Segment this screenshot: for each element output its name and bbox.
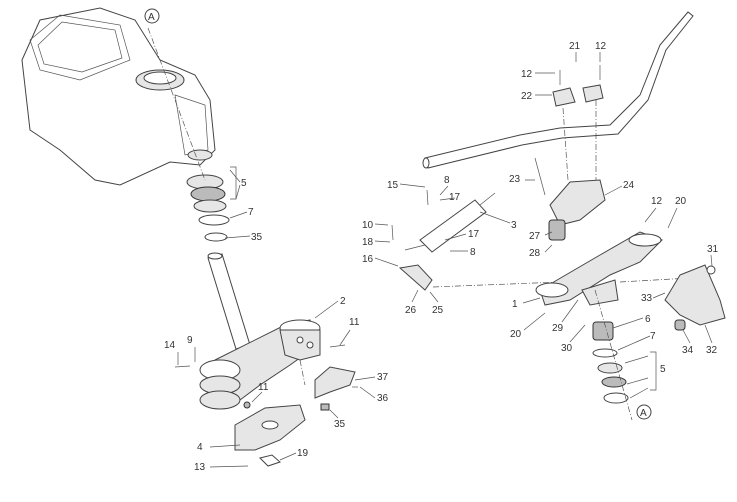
frame-drawing bbox=[21, 7, 216, 186]
callout: 3 bbox=[511, 220, 517, 231]
bottom-cover bbox=[234, 404, 306, 467]
steering-damper bbox=[391, 189, 496, 291]
bracket-brace bbox=[650, 351, 657, 391]
callout: 17 bbox=[449, 192, 461, 203]
callout: 12 bbox=[595, 41, 607, 52]
callout: 16 bbox=[362, 254, 374, 265]
callout: 33 bbox=[641, 293, 653, 304]
callout: 27 bbox=[529, 231, 541, 242]
callout: 35 bbox=[251, 232, 263, 243]
callout: 8 bbox=[470, 247, 476, 258]
callout: 4 bbox=[197, 442, 203, 453]
callout: 19 bbox=[297, 448, 309, 459]
callout: 22 bbox=[521, 91, 533, 102]
reference-marker-bottom: A bbox=[636, 404, 652, 420]
callouts-right: 21 12 12 22 15 8 17 3 23 24 10 18 16 17 … bbox=[362, 41, 719, 399]
callout: 1 bbox=[512, 299, 518, 310]
nut bbox=[243, 401, 251, 409]
callout: 15 bbox=[387, 180, 399, 191]
callout: 6 bbox=[645, 314, 651, 325]
alignment-line bbox=[147, 27, 206, 181]
bolt bbox=[329, 344, 346, 348]
leader-lines bbox=[177, 169, 376, 468]
callout: 30 bbox=[561, 343, 573, 354]
callout: 2 bbox=[340, 296, 346, 307]
callout: 35 bbox=[334, 419, 346, 430]
bearing-set-right bbox=[592, 321, 629, 404]
callout: 20 bbox=[675, 196, 687, 207]
callout: 5 bbox=[660, 364, 666, 375]
callout: 32 bbox=[706, 345, 718, 356]
reference-marker-label: A bbox=[640, 408, 647, 419]
upper-triple-clamp bbox=[535, 219, 663, 306]
callout: 11 bbox=[349, 317, 360, 328]
callout: 12 bbox=[521, 69, 533, 80]
alignment-line bbox=[299, 359, 306, 386]
reference-marker-label: A bbox=[148, 12, 155, 23]
callout: 21 bbox=[569, 41, 581, 52]
callout: 8 bbox=[444, 175, 450, 186]
handlebar-clamps bbox=[534, 65, 606, 226]
callout: 9 bbox=[187, 335, 193, 346]
handlebar bbox=[422, 11, 694, 169]
bolt bbox=[174, 365, 191, 368]
callout: 12 bbox=[651, 196, 663, 207]
lower-triple-clamp bbox=[199, 319, 321, 410]
callout: 7 bbox=[248, 207, 254, 218]
spacer bbox=[674, 319, 686, 331]
alignment-line bbox=[432, 281, 561, 288]
callouts-left: 5 7 35 2 11 14 9 11 37 36 35 4 13 19 bbox=[164, 169, 389, 473]
callout: 28 bbox=[529, 248, 541, 259]
alignment-line bbox=[594, 289, 633, 421]
callout: 24 bbox=[623, 180, 635, 191]
leader-lines bbox=[374, 52, 713, 399]
steering-stem bbox=[207, 252, 251, 350]
callout: 13 bbox=[194, 462, 206, 473]
callout: 25 bbox=[432, 305, 444, 316]
callout: 23 bbox=[509, 174, 521, 185]
bearing-set-left bbox=[186, 174, 230, 242]
callout: 31 bbox=[707, 244, 719, 255]
callout: 20 bbox=[510, 329, 522, 340]
rubber-grommet bbox=[320, 403, 330, 411]
reference-marker-top: A bbox=[144, 8, 160, 24]
callout: 7 bbox=[650, 331, 656, 342]
callout: 36 bbox=[377, 393, 389, 404]
callout: 34 bbox=[682, 345, 694, 356]
rubber-cap bbox=[706, 265, 716, 275]
callout: 11 bbox=[258, 382, 269, 393]
bracket-brace bbox=[230, 166, 237, 200]
callout: 14 bbox=[164, 340, 176, 351]
callout: 18 bbox=[362, 237, 374, 248]
instrument-bracket bbox=[664, 264, 726, 326]
callout: 37 bbox=[377, 372, 389, 383]
callout: 29 bbox=[552, 323, 564, 334]
bracket bbox=[314, 366, 356, 399]
callout: 26 bbox=[405, 305, 417, 316]
callout: 10 bbox=[362, 220, 374, 231]
callout: 5 bbox=[241, 178, 247, 189]
callout: 17 bbox=[468, 229, 480, 240]
